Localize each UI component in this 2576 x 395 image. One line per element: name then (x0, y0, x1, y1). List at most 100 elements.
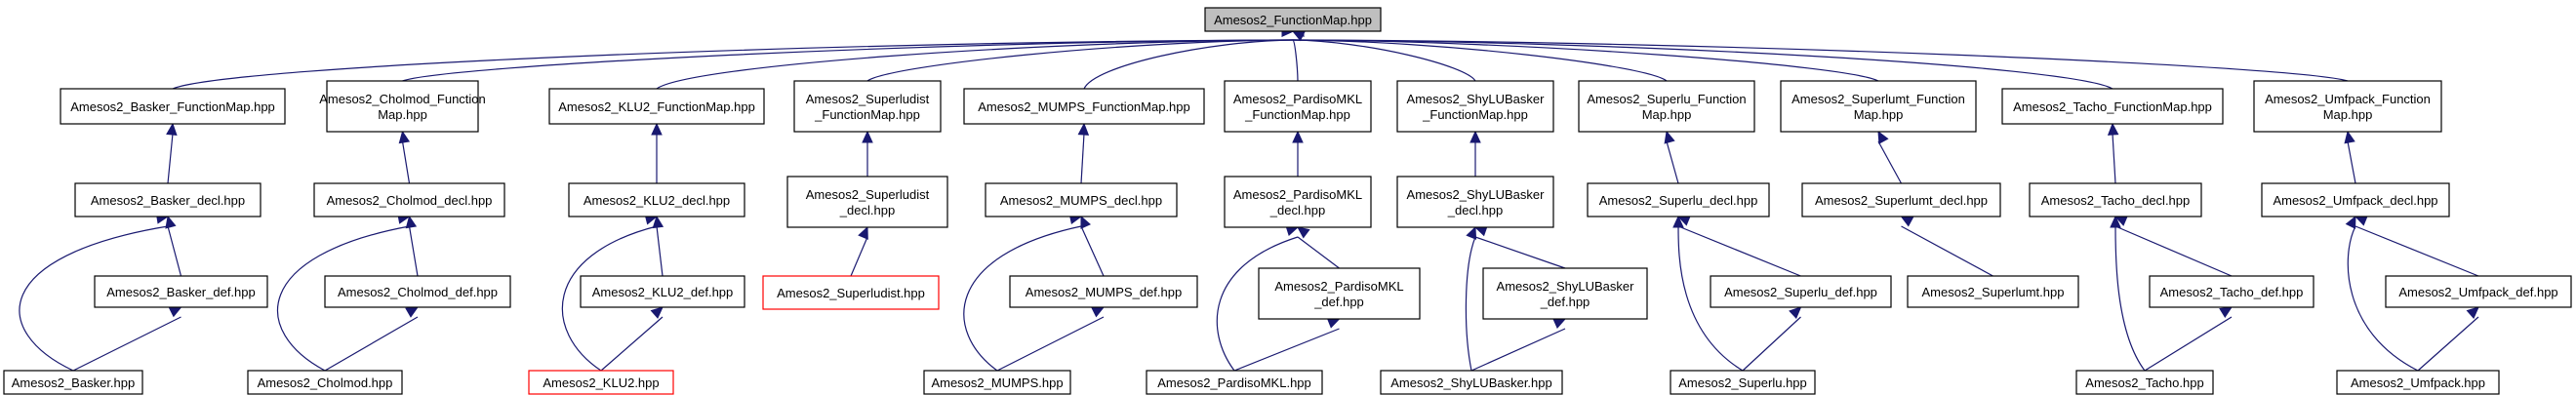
node-pardiso_decl[interactable]: Amesos2_PardisoMKL_decl.hpp (1224, 176, 1372, 228)
node-superludist_hpp[interactable]: Amesos2_Superludist.hpp (762, 275, 940, 310)
edge-klu2_hpp-to-klu2_def (600, 316, 664, 372)
node-basker_hpp[interactable]: Amesos2_Basker.hpp (3, 370, 143, 395)
node-label-superlu_fm-1: Map.hpp (1642, 107, 1692, 122)
node-basker_fm[interactable]: Amesos2_Basker_FunctionMap.hpp (60, 88, 286, 125)
node-box-basker_def (94, 275, 268, 308)
edge-cholmod_fm-to-root (402, 39, 1294, 82)
arrowhead-tacho_hpp-to-tacho_decl (2110, 215, 2121, 228)
edge-superlu_fm-to-root (1292, 39, 1668, 82)
edge-cholmod_decl-to-cholmod_fm (401, 140, 411, 184)
arrowhead-umfpack_hpp-to-umfpack_def (2466, 306, 2479, 319)
node-box-shylu_decl (1396, 176, 1554, 228)
node-pardiso_fm[interactable]: Amesos2_PardisoMKL_FunctionMap.hpp (1224, 80, 1372, 133)
edge-pardiso_hpp-to-pardiso_def (1233, 328, 1340, 372)
node-superlu_hpp[interactable]: Amesos2_Superlu.hpp (1670, 370, 1816, 395)
node-box-umfpack_hpp (2336, 370, 2500, 395)
node-tacho_def[interactable]: Amesos2_Tacho_def.hpp (2149, 275, 2314, 308)
node-umfpack_fm[interactable]: Amesos2_Umfpack_FunctionMap.hpp (2253, 80, 2442, 133)
node-klu2_fm[interactable]: Amesos2_KLU2_FunctionMap.hpp (548, 88, 765, 125)
node-tacho_fm[interactable]: Amesos2_Tacho_FunctionMap.hpp (2001, 88, 2224, 125)
node-box-basker_hpp (3, 370, 143, 395)
arrowhead-umfpack_decl-to-umfpack_fm (2344, 130, 2355, 144)
edge-superludist_fm-to-root (866, 39, 1294, 82)
edge-tacho_hpp-to-tacho_def (2144, 316, 2233, 372)
edge-superlu_hpp-to-superlu_def (1742, 316, 1801, 372)
node-cholmod_def[interactable]: Amesos2_Cholmod_def.hpp (324, 275, 511, 308)
edge-shylu_hpp-to-shylu_def (1470, 328, 1566, 372)
arrowhead-tacho_hpp-to-tacho_def (2219, 306, 2234, 318)
edge-mumps_hpp-to-mumps_def (996, 316, 1105, 372)
edge-superlu_hpp-to-superlu_decl (1677, 225, 1744, 372)
edge-shylu_def-to-shylu_decl (1474, 236, 1566, 269)
node-shylu_fm[interactable]: Amesos2_ShyLUBasker_FunctionMap.hpp (1396, 80, 1554, 133)
edge-pardiso_def-to-pardiso_decl (1297, 236, 1340, 269)
edge-pardiso_fm-to-root (1292, 39, 1299, 82)
node-box-basker_decl (74, 182, 262, 217)
node-label-mumps_decl-0: Amesos2_MUMPS_decl.hpp (1000, 193, 1162, 208)
node-superlumt_decl[interactable]: Amesos2_Superlumt_decl.hpp (1801, 182, 2001, 217)
node-label-pardiso_fm-0: Amesos2_PardisoMKL (1233, 92, 1362, 106)
node-mumps_def[interactable]: Amesos2_MUMPS_def.hpp (1009, 275, 1198, 308)
edge-basker_decl-to-basker_fm (167, 133, 174, 184)
node-label-tacho_decl-0: Amesos2_Tacho_decl.hpp (2041, 193, 2191, 208)
node-superlumt_fm[interactable]: Amesos2_Superlumt_FunctionMap.hpp (1780, 80, 1977, 133)
node-tacho_decl[interactable]: Amesos2_Tacho_decl.hpp (2029, 182, 2202, 217)
edge-basker_hpp-to-basker_decl (19, 225, 169, 372)
node-klu2_def[interactable]: Amesos2_KLU2_def.hpp (580, 275, 745, 308)
node-label-mumps_fm-0: Amesos2_MUMPS_FunctionMap.hpp (978, 99, 1190, 114)
edge-basker_def-to-basker_decl (167, 225, 182, 277)
node-label-umfpack_fm-1: Map.hpp (2323, 107, 2373, 122)
node-label-pardiso_def-0: Amesos2_PardisoMKL (1274, 279, 1403, 294)
node-superlumt_hpp[interactable]: Amesos2_Superlumt.hpp (1907, 275, 2079, 308)
node-klu2_hpp[interactable]: Amesos2_KLU2.hpp (528, 370, 674, 395)
node-mumps_decl[interactable]: Amesos2_MUMPS_decl.hpp (985, 182, 1178, 217)
node-box-shylu_hpp (1380, 370, 1563, 395)
node-superludist_decl[interactable]: Amesos2_Superludist_decl.hpp (786, 176, 948, 228)
graph-edges (19, 25, 2479, 372)
node-superlu_def[interactable]: Amesos2_Superlu_def.hpp (1710, 275, 1892, 308)
node-label-shylu_hpp-0: Amesos2_ShyLUBasker.hpp (1390, 375, 1551, 390)
node-tacho_hpp[interactable]: Amesos2_Tacho.hpp (2075, 370, 2214, 395)
node-cholmod_decl[interactable]: Amesos2_Cholmod_decl.hpp (313, 182, 505, 217)
node-shylu_hpp[interactable]: Amesos2_ShyLUBasker.hpp (1380, 370, 1563, 395)
node-box-superlu_hpp (1670, 370, 1816, 395)
node-shylu_def[interactable]: Amesos2_ShyLUBasker_def.hpp (1482, 267, 1648, 320)
node-umfpack_decl[interactable]: Amesos2_Umfpack_decl.hpp (2261, 182, 2450, 217)
edge-klu2_hpp-to-klu2_decl (561, 225, 658, 372)
node-basker_decl[interactable]: Amesos2_Basker_decl.hpp (74, 182, 262, 217)
node-label-pardiso_decl-0: Amesos2_PardisoMKL (1233, 187, 1362, 202)
node-superlu_decl[interactable]: Amesos2_Superlu_decl.hpp (1587, 182, 1770, 217)
edge-umfpack_hpp-to-umfpack_decl (2347, 225, 2419, 372)
node-shylu_decl[interactable]: Amesos2_ShyLUBasker_decl.hpp (1396, 176, 1554, 228)
node-box-superlu_decl (1587, 182, 1770, 217)
node-box-mumps_hpp (923, 370, 1071, 395)
node-box-shylu_fm (1396, 80, 1554, 133)
node-umfpack_def[interactable]: Amesos2_Umfpack_def.hpp (2385, 275, 2572, 308)
node-label-shylu_def-1: _def.hpp (1540, 295, 1590, 309)
node-label-superlumt_fm-1: Map.hpp (1854, 107, 1904, 122)
arrowhead-mumps_decl-to-mumps_fm (1077, 122, 1090, 136)
node-box-umfpack_fm (2253, 80, 2442, 133)
edge-shylu_fm-to-root (1292, 39, 1476, 82)
arrowhead-basker_def-to-basker_decl (165, 215, 177, 229)
arrowhead-umfpack_hpp-to-umfpack_decl (2345, 215, 2356, 229)
node-pardiso_def[interactable]: Amesos2_PardisoMKL_def.hpp (1258, 267, 1421, 320)
node-label-cholmod_decl-0: Amesos2_Cholmod_decl.hpp (327, 193, 493, 208)
node-cholmod_hpp[interactable]: Amesos2_Cholmod.hpp (247, 370, 403, 395)
node-klu2_decl[interactable]: Amesos2_KLU2_decl.hpp (568, 182, 745, 217)
node-umfpack_hpp[interactable]: Amesos2_Umfpack.hpp (2336, 370, 2500, 395)
node-superlu_fm[interactable]: Amesos2_Superlu_FunctionMap.hpp (1578, 80, 1755, 133)
node-cholmod_fm[interactable]: Amesos2_Cholmod_FunctionMap.hpp (319, 80, 486, 133)
node-box-klu2_hpp (528, 370, 674, 395)
node-box-pardiso_hpp (1146, 370, 1323, 395)
node-superludist_fm[interactable]: Amesos2_Superludist_FunctionMap.hpp (793, 80, 942, 133)
edge-shylu_hpp-to-shylu_decl (1465, 236, 1476, 372)
node-root[interactable]: Amesos2_FunctionMap.hpp (1204, 7, 1382, 32)
node-box-superlumt_decl (1801, 182, 2001, 217)
arrowhead-superludist_hpp-to-superludist_decl (858, 225, 868, 240)
node-pardiso_hpp[interactable]: Amesos2_PardisoMKL.hpp (1146, 370, 1323, 395)
node-mumps_hpp[interactable]: Amesos2_MUMPS.hpp (923, 370, 1071, 395)
node-mumps_fm[interactable]: Amesos2_MUMPS_FunctionMap.hpp (963, 88, 1205, 125)
node-label-mumps_def-0: Amesos2_MUMPS_def.hpp (1026, 285, 1182, 299)
node-basker_def[interactable]: Amesos2_Basker_def.hpp (94, 275, 268, 308)
